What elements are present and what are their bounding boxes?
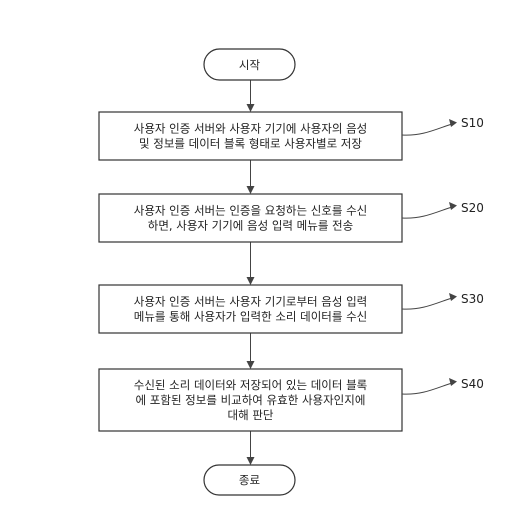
step-id-s30: S30 xyxy=(461,292,484,306)
leader-s30: S30 xyxy=(401,292,484,310)
leader-s40: S40 xyxy=(401,377,484,395)
step-s40: 수신된 소리 데이터와 저장되어 있는 데이터 블록에 포함된 정보를 비교하여… xyxy=(98,368,403,432)
step-text-line: 수신된 소리 데이터와 저장되어 있는 데이터 블록 xyxy=(134,378,368,392)
leader-s20: S20 xyxy=(401,201,484,219)
end-terminal: 종료 xyxy=(203,464,296,496)
end-label: 종료 xyxy=(239,473,260,487)
step-text-line: 사용자 인증 서버와 사용자 기기에 사용자의 음성 xyxy=(134,122,368,136)
start-label: 시작 xyxy=(239,58,261,72)
step-text-line: 메뉴를 통해 사용자가 입력한 소리 데이터를 수신 xyxy=(134,310,368,324)
step-text-line: 사용자 인증 서버는 인증을 요청하는 신호를 수신 xyxy=(134,204,368,218)
step-s40-text: 수신된 소리 데이터와 저장되어 있는 데이터 블록에 포함된 정보를 비교하여… xyxy=(134,378,368,422)
step-text-line: 사용자 인증 서버는 사용자 기기로부터 음성 입력 xyxy=(134,295,368,309)
step-id-s10: S10 xyxy=(461,116,484,130)
step-id-s40: S40 xyxy=(461,377,484,391)
leader-s10: S10 xyxy=(401,116,484,136)
step-s10-text: 사용자 인증 서버와 사용자 기기에 사용자의 음성및 정보를 데이터 블록 형… xyxy=(134,122,368,151)
step-s10: 사용자 인증 서버와 사용자 기기에 사용자의 음성및 정보를 데이터 블록 형… xyxy=(98,111,403,161)
start-terminal: 시작 xyxy=(203,48,296,81)
step-text-line: 하면, 사용자 기기에 음성 입력 메뉴를 전송 xyxy=(148,219,353,233)
step-text-line: 대해 판단 xyxy=(228,408,274,422)
step-id-s20: S20 xyxy=(461,201,484,215)
step-text-line: 에 포함된 정보를 비교하여 유효한 사용자인지에 xyxy=(136,393,366,407)
step-text-line: 및 정보를 데이터 블록 형태로 사용자별로 저장 xyxy=(139,137,362,151)
